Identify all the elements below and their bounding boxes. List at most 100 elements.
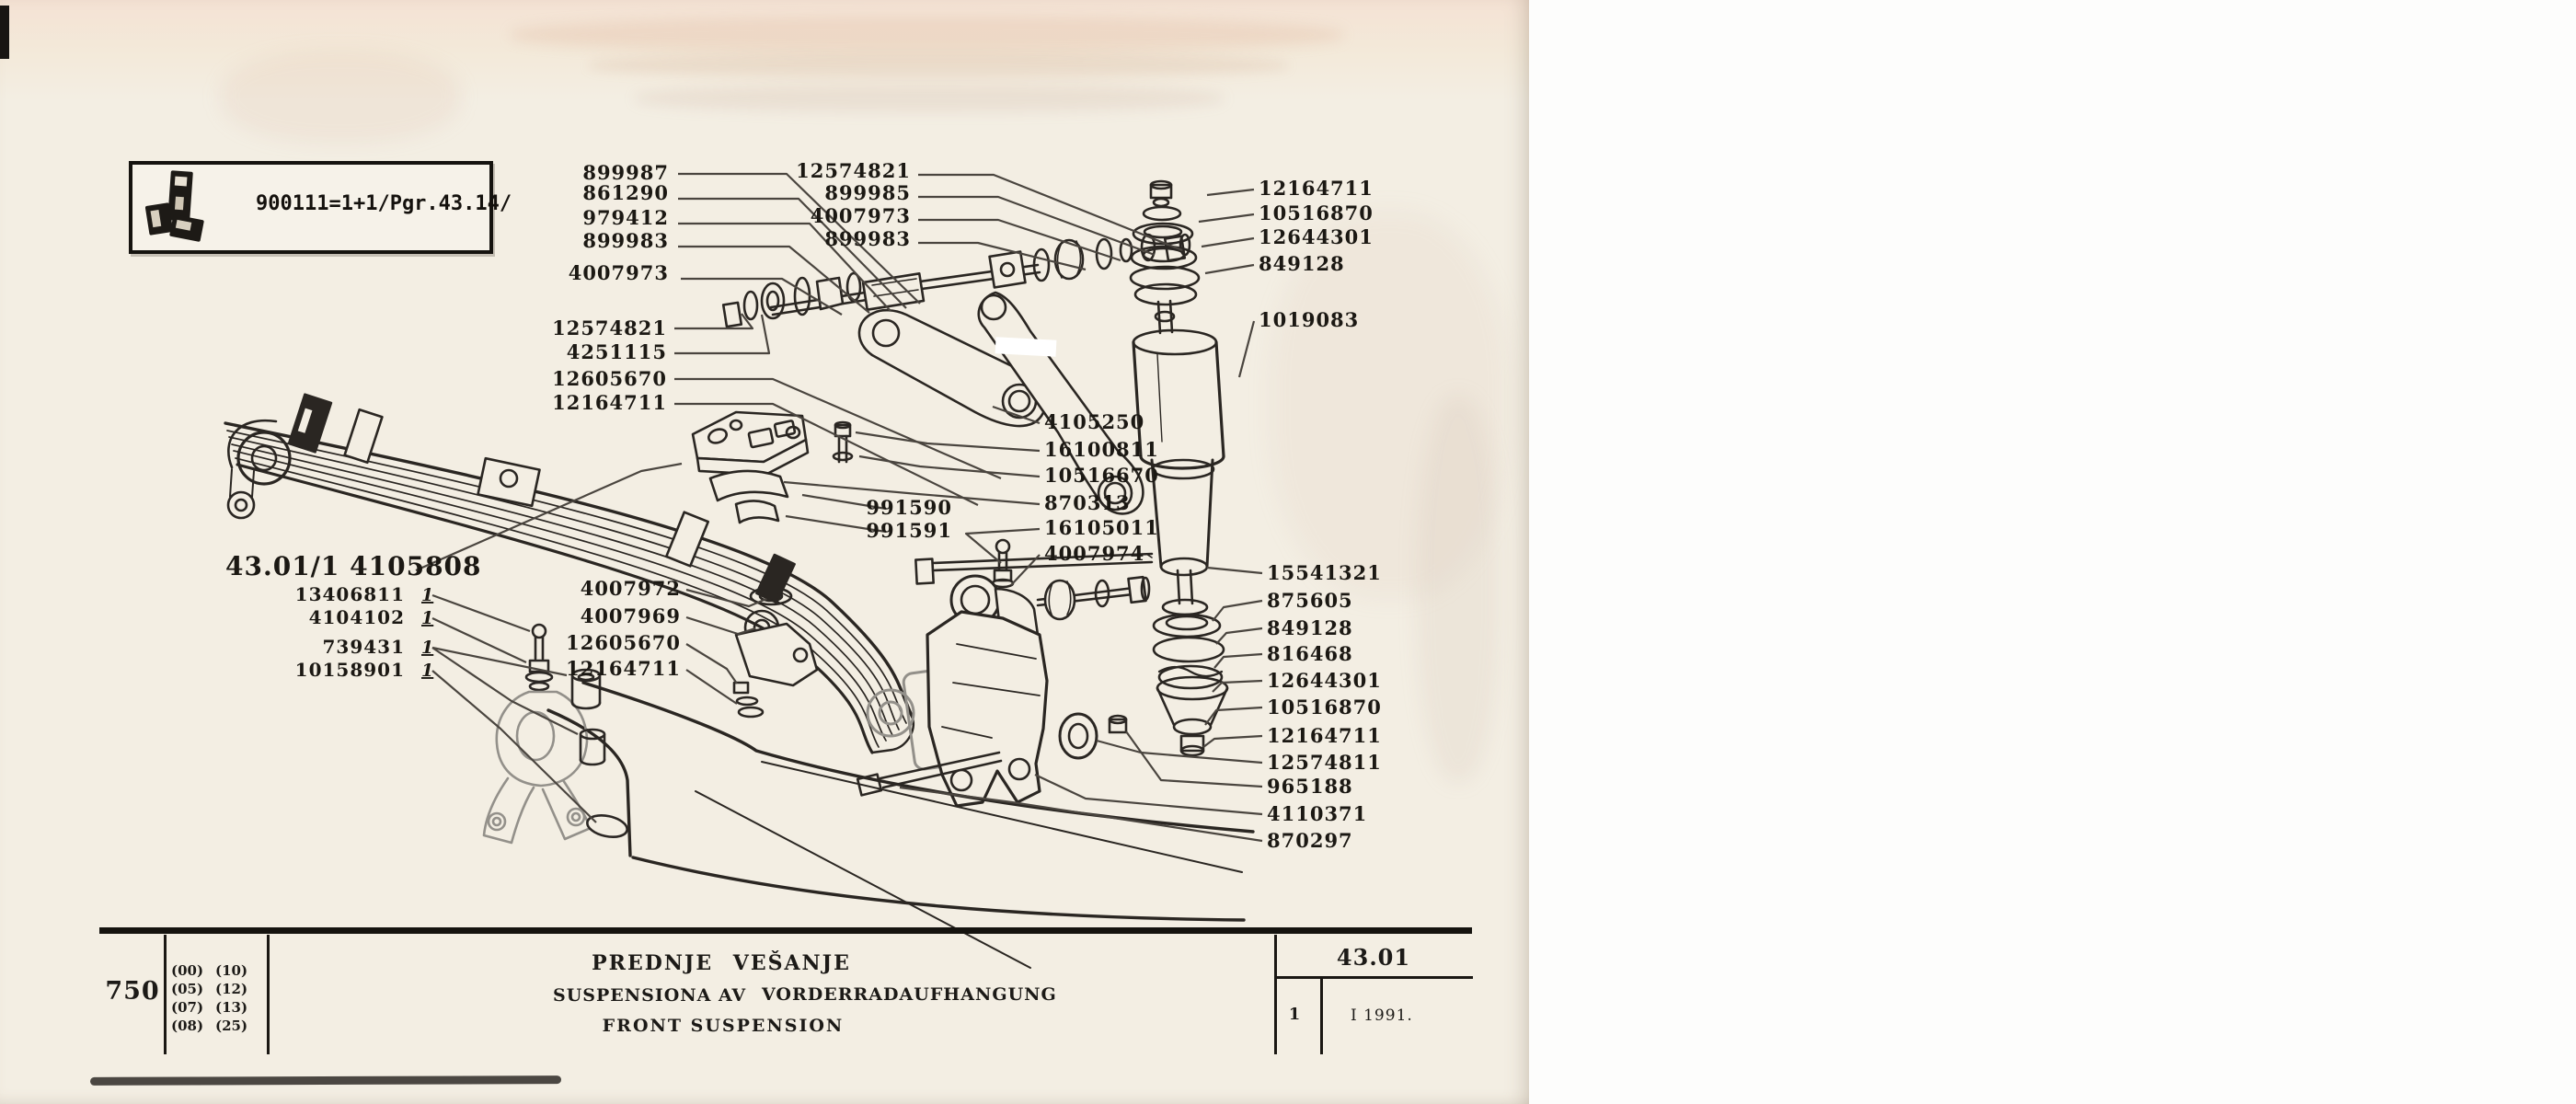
part-number-label: 12605670	[566, 631, 681, 654]
part-number-label: 12164711	[566, 657, 681, 680]
whiteout-patch	[995, 337, 1057, 357]
part-number-label: 899983	[824, 227, 911, 250]
model-code: (25)	[215, 1018, 248, 1034]
leader-line	[858, 454, 1041, 478]
part-number-label: 12164711	[552, 391, 667, 414]
part-number-label: 12605670	[552, 367, 667, 390]
quantity-label: 1	[421, 585, 433, 605]
front-hanger-drawing	[482, 623, 628, 845]
quantity-label: 1	[421, 638, 433, 658]
leader-line	[801, 493, 887, 511]
model-code: (00)	[171, 962, 204, 979]
title-block-divider	[1320, 979, 1323, 1054]
lower-bolt-drawing	[856, 751, 1003, 797]
leader-line	[674, 313, 754, 330]
leader-line	[1204, 706, 1263, 726]
part-number-label: 4251115	[567, 340, 667, 363]
title-block: 750 (00)(10) (05)(12) (07)(13) (08)(25) …	[99, 927, 1479, 1065]
spring-seat-drawing	[732, 586, 819, 719]
leader-line	[1034, 774, 1263, 816]
quantity-label: 1	[421, 608, 433, 628]
leader-line	[1201, 236, 1255, 248]
title-block-divider	[164, 935, 167, 1054]
part-number-label: 4007974	[1044, 542, 1144, 565]
leader-line	[1215, 627, 1263, 645]
model-code: (12)	[215, 981, 248, 997]
model-code: (07)	[171, 999, 204, 1016]
part-number-label: 849128	[1259, 252, 1345, 275]
leader-line	[1096, 739, 1263, 765]
part-number-label: 16105011	[1044, 516, 1159, 539]
leader-line	[918, 173, 1183, 252]
leader-line	[431, 617, 527, 663]
program-stamp-box: 900111=1+1/Pgr.43.14/	[129, 161, 512, 254]
section-title-serbian: PREDNJE VEŠANJE	[592, 951, 851, 975]
leader-line	[992, 405, 1041, 425]
leader-line	[685, 669, 738, 705]
part-number-label: 991590	[866, 496, 952, 519]
page-number: 750	[105, 977, 160, 1006]
leader-line	[674, 402, 979, 506]
parts-boxes-icon	[145, 170, 204, 242]
leader-line	[1010, 554, 1041, 586]
part-number-label: 10516870	[1259, 201, 1374, 224]
part-number-label: 43.01/1 4105808	[225, 551, 482, 581]
leader-line	[1237, 320, 1256, 378]
part-number-label: 849128	[1267, 616, 1353, 639]
leader-line	[681, 277, 843, 316]
scanned-paper-sheet	[0, 0, 1529, 1104]
part-number-label: 10516870	[1267, 696, 1382, 719]
title-block-divider	[267, 935, 270, 1054]
part-number-label: 13406811	[295, 583, 405, 605]
leader-line	[785, 514, 887, 534]
torque-rod-drawing	[721, 233, 1191, 328]
part-number-label: 870313	[1044, 491, 1131, 514]
part-number-label: 10158901	[295, 659, 405, 681]
section-number: 43.01	[1336, 944, 1411, 971]
leader-line	[1212, 679, 1263, 693]
part-number-label: 4007973	[569, 261, 669, 284]
part-number-label: 875605	[1267, 589, 1353, 612]
model-code: (05)	[171, 981, 204, 997]
leader-line	[678, 222, 891, 312]
scan-edge-mark	[0, 6, 9, 59]
leader-line	[685, 588, 767, 608]
part-number-label: 1019083	[1259, 308, 1359, 331]
part-number-label: 861290	[582, 181, 669, 204]
part-number-label: 899987	[582, 161, 669, 184]
leader-line	[678, 172, 921, 305]
leader-line	[964, 527, 1041, 564]
part-number-label: 10516670	[1044, 464, 1159, 487]
part-number-label: 12164711	[1259, 177, 1374, 200]
part-number-label: 4007973	[811, 204, 911, 227]
leader-line	[918, 241, 1087, 271]
leader-line	[918, 195, 1156, 257]
leader-line	[678, 245, 870, 314]
part-number-label: 870297	[1267, 829, 1353, 852]
part-number-label: 12644301	[1259, 225, 1374, 248]
leader-line	[431, 647, 579, 735]
leader-line	[1213, 652, 1263, 669]
support-bracket-drawing	[691, 410, 810, 524]
part-number-label: 965188	[1267, 775, 1353, 798]
part-number-label: 739431	[323, 636, 406, 658]
part-number-label: 16100811	[1044, 438, 1159, 461]
leader-line	[918, 218, 1121, 262]
leader-line	[431, 670, 597, 823]
leader-line	[685, 643, 738, 684]
part-number-label: 899985	[824, 181, 911, 204]
model-code: (13)	[215, 999, 248, 1016]
part-number-label: 4007972	[581, 577, 681, 600]
leader-line	[1206, 566, 1263, 575]
leader-line	[783, 480, 1041, 506]
frame-rail-outline	[546, 681, 1255, 969]
leader-line	[674, 314, 771, 355]
leader-line	[415, 462, 683, 572]
part-number-label: 4110371	[1267, 802, 1367, 825]
leader-line	[674, 377, 1002, 480]
part-number-label: 12574821	[552, 316, 667, 339]
quantity-label: 1	[421, 661, 433, 681]
part-number-label: 12644301	[1267, 669, 1382, 692]
leader-line	[431, 646, 568, 677]
